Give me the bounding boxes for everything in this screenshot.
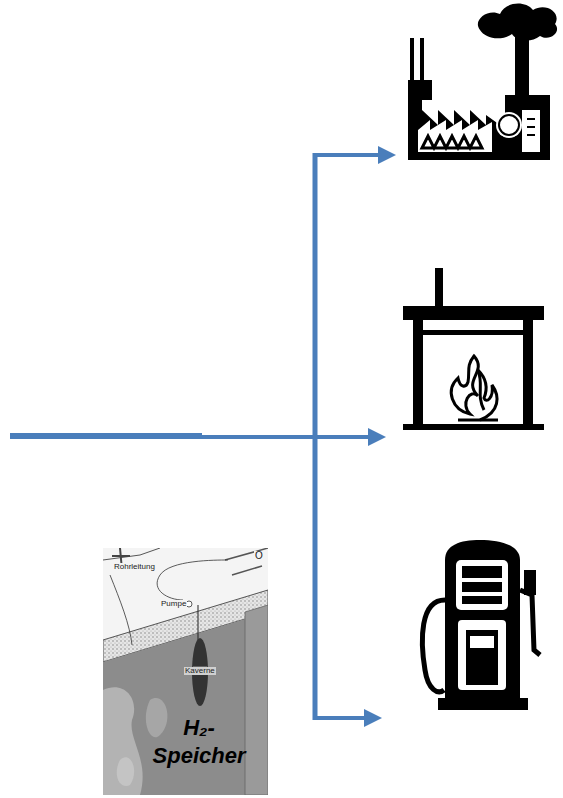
- illustration-label: O: [254, 551, 264, 561]
- illustration-label: Pumpe: [160, 600, 187, 608]
- storage-label-box: H₂- Speicher: [130, 712, 268, 771]
- illustration-label: Rohrleitung: [113, 563, 156, 571]
- illustration-label: Kaverne: [184, 667, 216, 675]
- storage-title: H₂- Speicher: [132, 714, 266, 769]
